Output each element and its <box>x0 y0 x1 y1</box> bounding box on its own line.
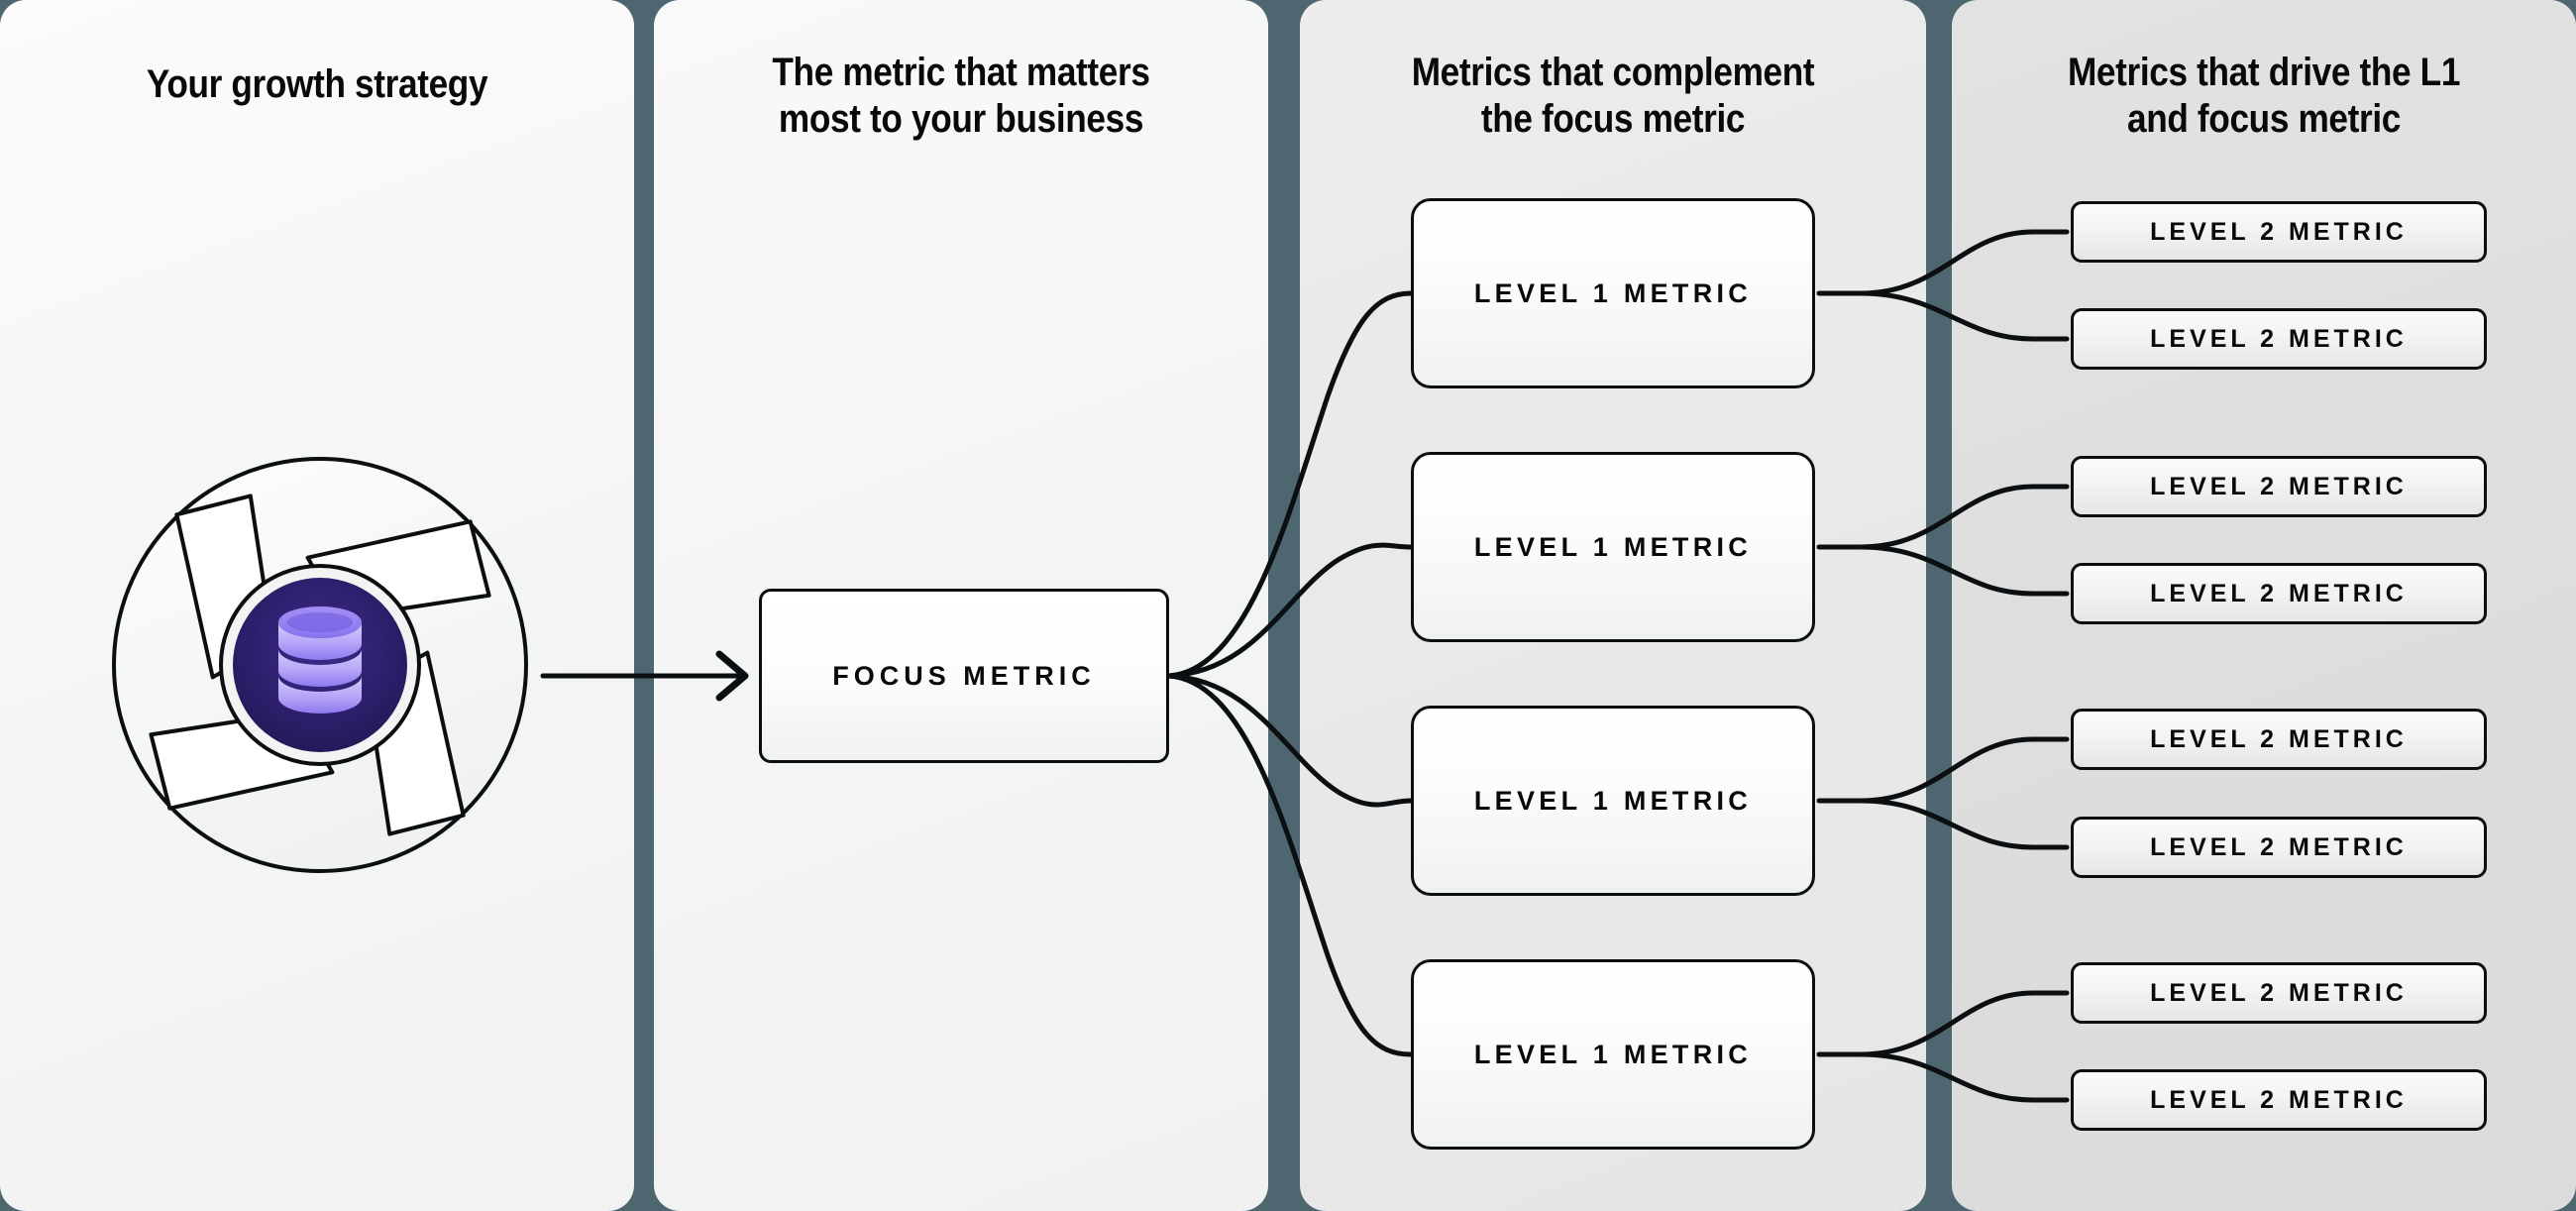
node-label: LEVEL 2 METRIC <box>2150 1085 2408 1114</box>
node-label: LEVEL 2 METRIC <box>2150 579 2408 607</box>
column-title-line: Metrics that complement <box>1411 51 1815 94</box>
node-label: LEVEL 2 METRIC <box>2150 832 2408 861</box>
node-label: LEVEL 2 METRIC <box>2150 324 2408 353</box>
node-label: LEVEL 1 METRIC <box>1473 277 1753 308</box>
node-level-2-metric-7[interactable]: LEVEL 2 METRIC <box>2071 962 2487 1024</box>
column-title-level-2-metrics: Metrics that drive the L1 and focus metr… <box>1989 50 2538 143</box>
growth-strategy-illustration <box>87 432 553 898</box>
node-level-2-metric-3[interactable]: LEVEL 2 METRIC <box>2071 456 2487 517</box>
column-title-growth-strategy: Your growth strategy <box>38 61 595 108</box>
column-title-line: the focus metric <box>1480 97 1746 142</box>
node-label: LEVEL 1 METRIC <box>1473 1039 1753 1069</box>
node-label: LEVEL 2 METRIC <box>2150 978 2408 1007</box>
node-label: LEVEL 2 METRIC <box>2150 217 2408 246</box>
column-title-line: Your growth strategy <box>146 62 488 106</box>
node-label: LEVEL 1 METRIC <box>1473 531 1753 562</box>
node-focus-metric[interactable]: FOCUS METRIC <box>759 589 1169 763</box>
column-title-line: and focus metric <box>2126 97 2402 142</box>
node-level-2-metric-5[interactable]: LEVEL 2 METRIC <box>2071 709 2487 770</box>
node-level-1-metric-4[interactable]: LEVEL 1 METRIC <box>1411 959 1815 1150</box>
node-level-2-metric-6[interactable]: LEVEL 2 METRIC <box>2071 817 2487 878</box>
column-title-line: Metrics that drive the L1 <box>2067 51 2461 94</box>
column-title-level-1-metrics: Metrics that complement the focus metric <box>1338 50 1888 143</box>
node-level-2-metric-4[interactable]: LEVEL 2 METRIC <box>2071 563 2487 624</box>
node-label: LEVEL 2 METRIC <box>2150 472 2408 500</box>
node-level-1-metric-2[interactable]: LEVEL 1 METRIC <box>1411 452 1815 642</box>
node-label: FOCUS METRIC <box>832 660 1096 691</box>
node-level-1-metric-1[interactable]: LEVEL 1 METRIC <box>1411 198 1815 388</box>
node-level-2-metric-8[interactable]: LEVEL 2 METRIC <box>2071 1069 2487 1131</box>
node-label: LEVEL 2 METRIC <box>2150 724 2408 753</box>
node-level-2-metric-2[interactable]: LEVEL 2 METRIC <box>2071 308 2487 370</box>
node-label: LEVEL 1 METRIC <box>1473 785 1753 816</box>
column-title-focus-metric: The metric that matters most to your bus… <box>691 50 1232 143</box>
database-icon <box>278 606 362 714</box>
node-level-1-metric-3[interactable]: LEVEL 1 METRIC <box>1411 706 1815 896</box>
column-title-line: most to your business <box>778 97 1144 142</box>
column-title-line: The metric that matters <box>772 51 1150 94</box>
node-level-2-metric-1[interactable]: LEVEL 2 METRIC <box>2071 201 2487 263</box>
